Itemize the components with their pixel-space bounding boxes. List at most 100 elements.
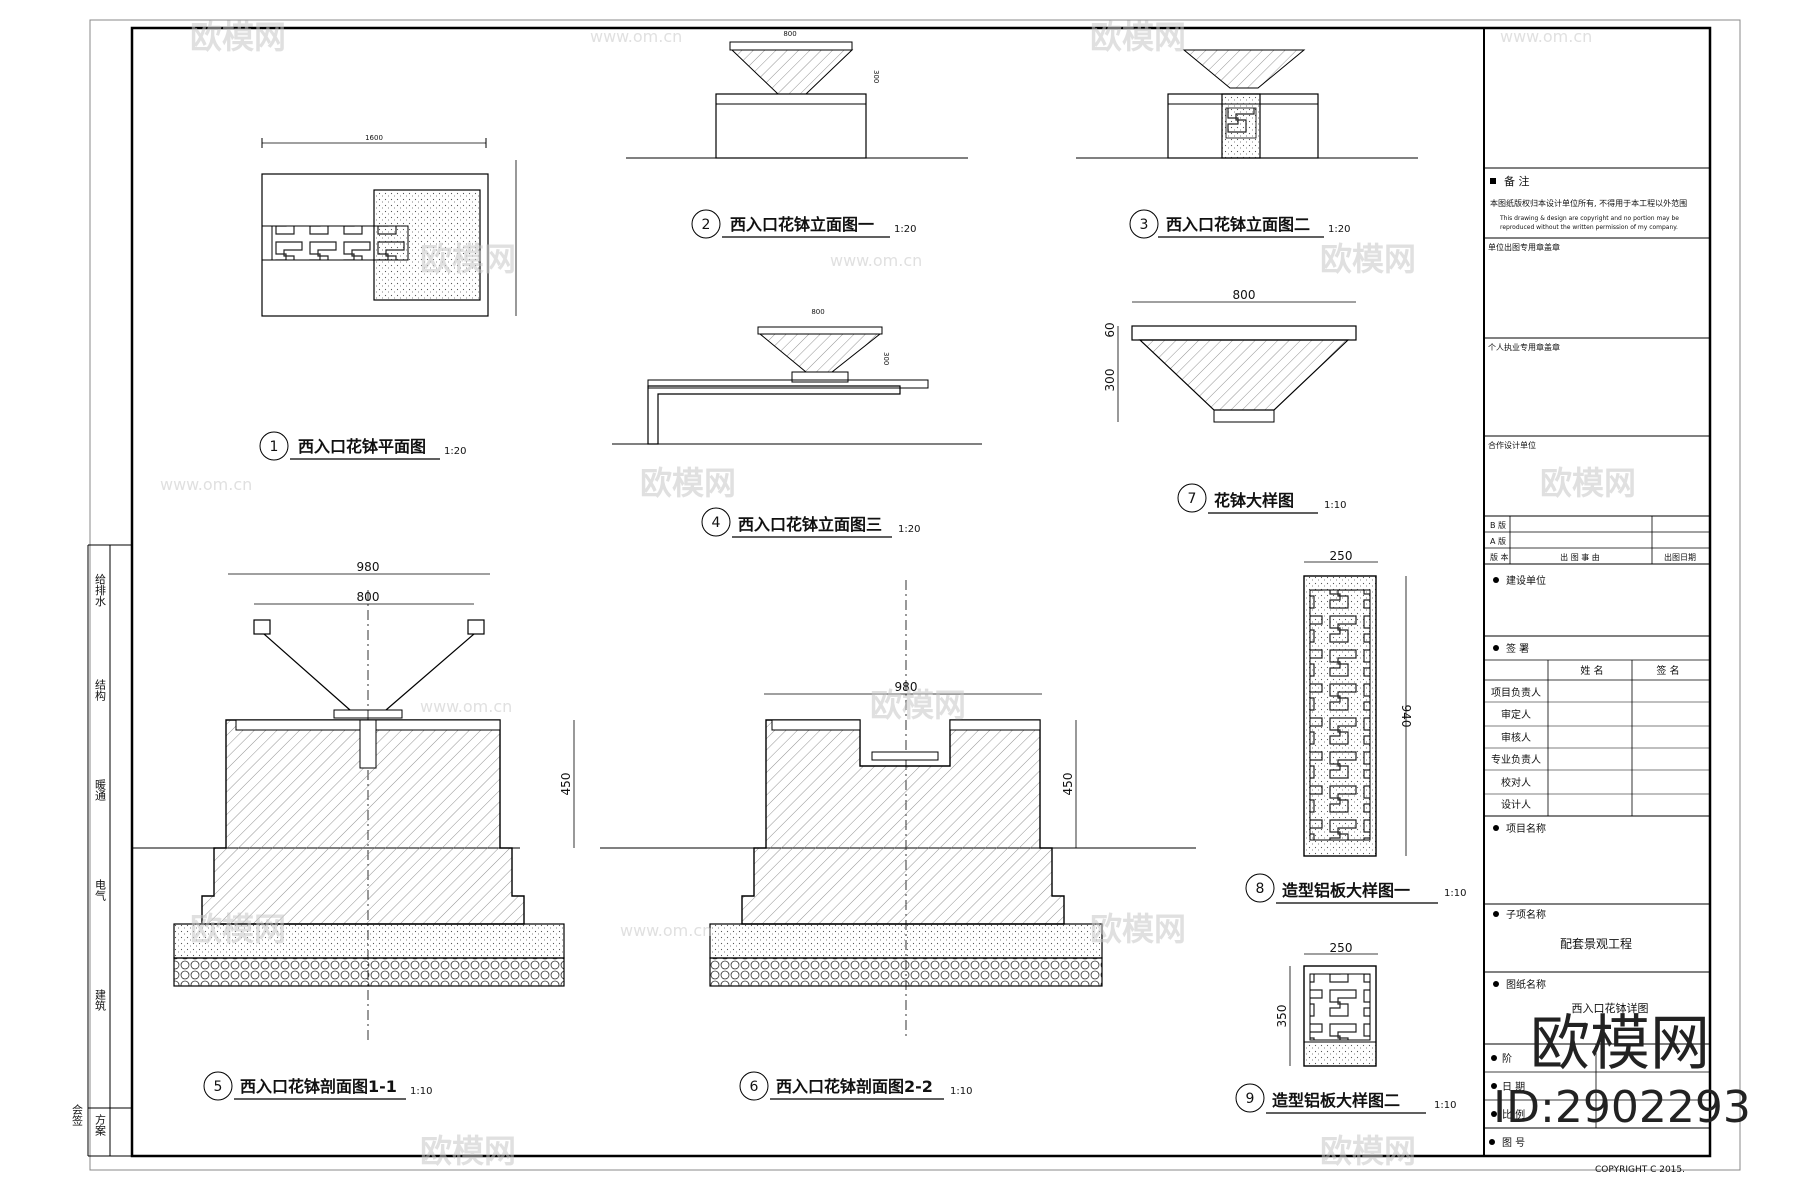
v5-scale: 1:10 xyxy=(410,1086,432,1097)
tb-role-5: 设计人 xyxy=(1501,798,1531,811)
v2-title: 西入口花钵立面图一 xyxy=(730,215,874,234)
wm-url-2: www.om.cn xyxy=(1500,27,1592,46)
v7-scale: 1:10 xyxy=(1324,500,1346,511)
v7-dim-h1: 60 xyxy=(1103,322,1117,337)
view-5-section: 980 800 450 5 西入口花钵剖面图1-1 1:10 xyxy=(132,560,575,1101)
tb-notes-header: 备 注 xyxy=(1504,174,1530,188)
tb-drawing-no: 图 号 xyxy=(1502,1137,1525,1149)
v4-dim-w: 800 xyxy=(811,308,824,316)
v4-scale: 1:20 xyxy=(898,524,920,535)
wm-brand-9: 欧模网 xyxy=(1090,910,1186,948)
v5-dim-h: 450 xyxy=(559,773,573,796)
strip-header: 会签 xyxy=(71,1104,84,1126)
tb-role-2: 审核人 xyxy=(1501,731,1531,744)
wm-brand-4: 欧模网 xyxy=(1320,240,1416,278)
tb-col-sign: 签 名 xyxy=(1656,664,1679,677)
tb-copyright: COPYRIGHT C 2015. xyxy=(1595,1165,1685,1175)
strip-label-hvac: 暖通 xyxy=(94,779,107,801)
tb-stamp1: 单位出图专用章盖章 xyxy=(1488,242,1560,252)
v3-scale: 1:20 xyxy=(1328,224,1350,235)
left-sign-strip: 给排水 结构 暖通 电气 建筑 方案 会签 xyxy=(71,544,132,1157)
wm-id: ID:2902293 xyxy=(1493,1082,1751,1133)
v7-num: 7 xyxy=(1188,491,1197,507)
v2-scale: 1:20 xyxy=(894,224,916,235)
v4-dim-h: 300 xyxy=(882,352,890,365)
v4-title: 西入口花钵立面图三 xyxy=(738,515,882,534)
wm-url-3: www.om.cn xyxy=(830,251,922,270)
title-block: 备 注 本图纸版权归本设计单位所有, 不得用于本工程以外范围 This draw… xyxy=(1483,28,1710,1175)
v8-scale: 1:10 xyxy=(1444,888,1466,899)
v1-title: 西入口花钵平面图 xyxy=(298,437,426,456)
v5-dim-outer: 980 xyxy=(357,560,380,574)
wm-brand-3: 欧模网 xyxy=(420,240,516,278)
v2-num: 2 xyxy=(702,217,711,233)
view-2-elevation: 800 300 2 西入口花钵立面图一 1:20 xyxy=(626,30,968,239)
tb-stamp2: 个人执业专用章盖章 xyxy=(1488,342,1560,352)
wm-brand-7: 欧模网 xyxy=(870,686,966,724)
v2-dim-w: 800 xyxy=(783,30,796,38)
v2-dim-h: 300 xyxy=(872,70,880,83)
strip-label-scheme: 方案 xyxy=(94,1113,107,1136)
wm-brand-2: 欧模网 xyxy=(1090,18,1186,56)
v7-title: 花钵大样图 xyxy=(1214,491,1294,510)
wm-brand-big: 欧模网 xyxy=(1530,1009,1710,1079)
v9-scale: 1:10 xyxy=(1434,1100,1456,1111)
wm-url-5: www.om.cn xyxy=(160,475,252,494)
v3-title: 西入口花钵立面图二 xyxy=(1166,215,1310,234)
tb-notes-en2: reproduced without the written permissio… xyxy=(1500,224,1678,231)
tb-role-0: 项目负责人 xyxy=(1491,686,1541,699)
tb-project-name: 项目名称 xyxy=(1506,822,1546,835)
tb-phase: 阶 xyxy=(1502,1052,1512,1065)
v7-dim-h2: 300 xyxy=(1103,369,1117,392)
v9-title: 造型铝板大样图二 xyxy=(1272,1091,1400,1110)
tb-rev-ver: 版 本 xyxy=(1490,552,1509,562)
v1-num: 1 xyxy=(270,439,279,455)
view-4-elevation: 800 300 4 西入口花钵立面图三 1:20 xyxy=(612,308,982,538)
wm-url-1: www.om.cn xyxy=(590,27,682,46)
view-1-plan: 1600 1 西入口花钵平面图 1:20 xyxy=(259,134,517,461)
view-3-elevation: 3 西入口花钵立面图二 1:20 xyxy=(1076,49,1418,239)
tb-notes-en1: This drawing & design are copyright and … xyxy=(1499,215,1679,222)
v9-dim-h: 350 xyxy=(1275,1005,1289,1028)
v4-num: 4 xyxy=(712,515,721,531)
v5-dim-inner: 800 xyxy=(357,590,380,604)
wm-url-9: www.om.cn xyxy=(620,921,712,940)
tb-sub-item: 子项名称 xyxy=(1506,908,1546,921)
wm-brand-1: 欧模网 xyxy=(190,18,286,56)
tb-drawing-name: 图纸名称 xyxy=(1506,978,1546,991)
wm-brand-8: 欧模网 xyxy=(190,910,286,948)
tb-date: 日 期 xyxy=(1502,1081,1525,1093)
v5-num: 5 xyxy=(214,1079,223,1095)
v1-dim-w: 1600 xyxy=(365,134,383,142)
wm-url-7: www.om.cn xyxy=(420,697,512,716)
v9-num: 9 xyxy=(1246,1091,1255,1107)
wm-brand-5: 欧模网 xyxy=(640,464,736,502)
tb-role-1: 审定人 xyxy=(1501,708,1531,721)
v6-dim-h: 450 xyxy=(1061,773,1075,796)
wm-brand-11: 欧模网 xyxy=(1320,1132,1416,1170)
view-9-panel-detail: 250 350 9 造型铝板大样图二 1:10 xyxy=(1235,941,1456,1114)
v5-title: 西入口花钵剖面图1-1 xyxy=(240,1077,397,1096)
v8-dim-h: 940 xyxy=(1399,705,1413,728)
tb-drawing-name-value: 西入口花钵详图 xyxy=(1572,1001,1649,1015)
view-7-detail: 800 60 300 7 花钵大样图 1:10 xyxy=(1103,288,1357,514)
v1-scale: 1:20 xyxy=(444,446,466,457)
v3-num: 3 xyxy=(1140,217,1149,233)
view-6-section: 980 450 6 西入口花钵剖面图2-2 1:10 xyxy=(600,580,1196,1101)
view-8-panel-detail: 250 940 8 造型铝板大样图一 1:10 xyxy=(1245,549,1466,904)
v6-dim-outer: 980 xyxy=(895,680,918,694)
tb-client: 建设单位 xyxy=(1506,574,1546,587)
v9-dim-w: 250 xyxy=(1330,941,1353,955)
strip-label-electric: 电气 xyxy=(94,879,107,901)
v7-dim-w: 800 xyxy=(1233,288,1256,302)
tb-rev-date: 出图日期 xyxy=(1664,552,1696,562)
wm-brand-6: 欧模网 xyxy=(1540,464,1636,502)
tb-rev-a: A 版 xyxy=(1490,536,1506,546)
v6-title: 西入口花钵剖面图2-2 xyxy=(776,1077,933,1096)
strip-label-architecture: 建筑 xyxy=(94,988,107,1011)
tb-role-4: 校对人 xyxy=(1501,776,1531,789)
v8-num: 8 xyxy=(1256,881,1265,897)
tb-col-name: 姓 名 xyxy=(1580,664,1603,677)
wm-brand-10: 欧模网 xyxy=(420,1132,516,1170)
